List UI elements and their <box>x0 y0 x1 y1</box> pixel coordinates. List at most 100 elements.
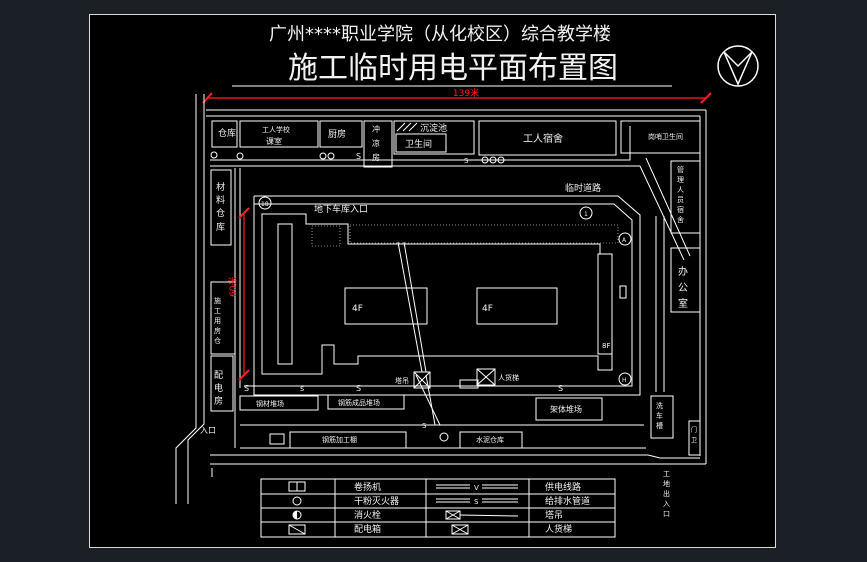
label-toilet: 卫生间 <box>405 138 432 150</box>
svg-text:A: A <box>622 237 627 244</box>
power-line-top <box>210 126 640 167</box>
svg-text:S: S <box>422 422 427 430</box>
right-buildings <box>650 160 701 456</box>
svg-text:槽: 槽 <box>656 421 663 430</box>
fire-extinguisher-icons <box>210 151 505 164</box>
svg-text:配电箱: 配电箱 <box>354 523 381 535</box>
top-buildings <box>211 120 701 168</box>
svg-text:材: 材 <box>216 181 225 193</box>
svg-text:V: V <box>474 484 479 492</box>
svg-text:s: s <box>300 384 304 393</box>
svg-text:塔吊: 塔吊 <box>395 376 409 385</box>
dimension-left: 60米 <box>227 207 250 381</box>
temp-road <box>244 195 641 396</box>
svg-text:车: 车 <box>656 411 663 420</box>
label-temp-road: 临时道路 <box>565 182 601 194</box>
svg-text:用: 用 <box>214 317 221 325</box>
tower-crane-legend-icon <box>445 510 519 520</box>
svg-text:理: 理 <box>677 176 684 184</box>
svg-text:料: 料 <box>216 194 225 206</box>
svg-text:18: 18 <box>261 201 269 208</box>
svg-text:凉: 凉 <box>372 138 380 148</box>
svg-text:钢筋成品堆场: 钢筋成品堆场 <box>338 398 380 407</box>
svg-text:塔吊: 塔吊 <box>545 509 563 521</box>
label-gate-left: 入口 <box>200 426 216 435</box>
svg-text:员: 员 <box>677 196 684 204</box>
svg-text:仓: 仓 <box>214 336 221 345</box>
svg-text:S: S <box>464 157 469 165</box>
svg-text:房: 房 <box>214 395 223 407</box>
hoist-legend-icon <box>451 524 469 535</box>
svg-text:4F: 4F <box>482 304 493 314</box>
label-shower: 冲 <box>372 124 380 134</box>
power-line-right <box>655 216 665 392</box>
label-distribution-room: 配 <box>214 370 223 381</box>
svg-text:室: 室 <box>678 297 688 310</box>
label-warehouse: 仓库 <box>218 127 236 139</box>
svg-text:库: 库 <box>216 221 225 233</box>
svg-text:卫: 卫 <box>691 437 697 444</box>
svg-text:消火栓: 消火栓 <box>354 509 381 521</box>
power-line-bottom <box>240 424 646 449</box>
svg-text:架体堆场: 架体堆场 <box>550 404 582 414</box>
svg-text:S: S <box>474 498 479 506</box>
svg-text:入: 入 <box>663 500 670 508</box>
svg-text:电: 电 <box>214 382 223 394</box>
tower-crane-icon <box>413 371 431 389</box>
svg-text:门: 门 <box>691 426 697 434</box>
label-worker-dorm: 工人宿舍 <box>523 132 563 145</box>
dimension-left-label: 60米 <box>227 277 239 297</box>
svg-text:出: 出 <box>663 489 670 498</box>
svg-text:宿: 宿 <box>677 205 684 214</box>
svg-text:洗: 洗 <box>656 401 663 410</box>
main-building <box>261 213 613 375</box>
svg-text:工: 工 <box>214 307 221 315</box>
svg-text:S: S <box>356 152 361 161</box>
svg-text:公: 公 <box>678 283 688 294</box>
axis-markers <box>258 196 632 386</box>
title-line2: 施工临时用电平面布置图 <box>288 51 618 86</box>
svg-text:房: 房 <box>372 152 380 162</box>
svg-text:人货梯: 人货梯 <box>545 523 572 535</box>
svg-text:H: H <box>622 377 627 384</box>
fire-extinguisher-legend-icon <box>292 496 302 506</box>
svg-text:给排水管道: 给排水管道 <box>545 495 590 507</box>
svg-text:地: 地 <box>663 479 670 488</box>
svg-text:人: 人 <box>677 186 684 194</box>
title-line1: 广州****职业学院（从化校区）综合教学楼 <box>269 24 611 45</box>
svg-text:管: 管 <box>677 165 684 174</box>
svg-text:工: 工 <box>663 470 670 478</box>
svg-text:钢筋加工棚: 钢筋加工棚 <box>322 435 357 444</box>
power-line-left <box>234 168 241 448</box>
svg-text:卷扬机: 卷扬机 <box>354 481 381 493</box>
bottom-yards <box>239 394 603 449</box>
label-worker-classroom: 工人学校 <box>262 125 290 134</box>
svg-text:干粉灭火器: 干粉灭火器 <box>354 495 399 507</box>
label-tool-room: 施 <box>214 296 221 305</box>
svg-text:人货梯: 人货梯 <box>498 373 519 382</box>
svg-text:1: 1 <box>584 211 588 218</box>
power-line-legend-icon <box>436 484 518 489</box>
svg-text:钢材堆场: 钢材堆场 <box>256 399 284 408</box>
svg-text:S: S <box>558 384 563 393</box>
label-basement-entrance: 地下车库入口 <box>314 203 368 215</box>
svg-text:办: 办 <box>678 265 688 278</box>
svg-text:舍: 舍 <box>677 215 684 224</box>
svg-text:S: S <box>356 384 361 393</box>
dimension-top-label: 139米 <box>453 87 479 99</box>
svg-text:口: 口 <box>663 510 670 518</box>
water-pipe-legend-icon <box>436 498 518 503</box>
svg-text:课室: 课室 <box>266 136 282 146</box>
hatched-area <box>311 224 619 247</box>
svg-text:供电线路: 供电线路 <box>545 481 581 493</box>
label-guard-toilet: 岗哨卫生间 <box>648 132 683 141</box>
tower-crane-boom <box>397 241 441 426</box>
svg-text:8F: 8F <box>602 342 610 350</box>
dimension-top: 139米 <box>202 87 712 104</box>
legend: V S 卷扬机 干粉灭火器 消火栓 配电箱 供电线路 给排水管道 塔吊 人货梯 <box>260 478 616 538</box>
north-arrow-icon <box>717 45 759 87</box>
svg-text:房: 房 <box>214 326 221 335</box>
hoist-icon <box>476 368 496 386</box>
label-kitchen: 厨房 <box>328 128 346 140</box>
